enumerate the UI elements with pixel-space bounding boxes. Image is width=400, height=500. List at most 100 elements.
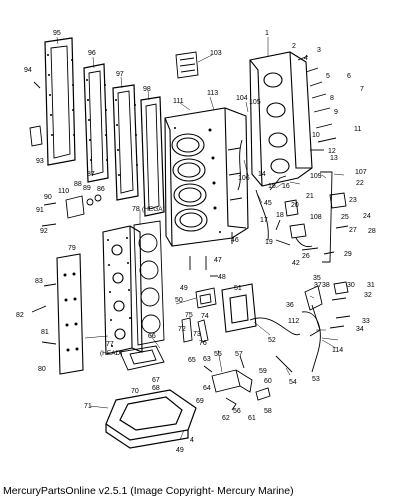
callout-42: 42 <box>292 260 300 267</box>
head-gasket-78 <box>133 220 165 346</box>
callout-20: 20 <box>291 202 299 209</box>
callout-107: 107 <box>355 169 367 176</box>
callout-28: 28 <box>368 228 376 235</box>
parts-86-92 <box>65 194 102 219</box>
callout-45: 45 <box>264 200 272 207</box>
callout-24: 24 <box>363 213 371 220</box>
callout-73: 73 <box>193 331 201 338</box>
callout-51: 51 <box>234 285 242 292</box>
callout-13: 13 <box>330 155 338 162</box>
manifold-1 <box>249 51 313 187</box>
callout-78: 78 <box>132 206 140 213</box>
callout-34: 34 <box>356 326 364 333</box>
callout-111: 111 <box>173 98 184 105</box>
callout-26: 26 <box>302 253 310 260</box>
bolts-left <box>31 202 57 345</box>
callout-75: 75 <box>185 312 193 319</box>
callout-29: 29 <box>344 251 352 258</box>
callout-57: 57 <box>235 351 243 358</box>
plate-51 <box>221 283 257 333</box>
callout-93: 93 <box>36 158 44 165</box>
cylinder-head-77 <box>102 225 143 355</box>
callout-30: 30 <box>347 282 355 289</box>
callout-109: 109 <box>310 173 322 180</box>
bracket-73 <box>197 319 209 343</box>
callout-108: 108 <box>310 214 322 221</box>
callout-64: 64 <box>203 385 211 392</box>
callout-62: 62 <box>222 415 230 422</box>
callout-36: 36 <box>286 302 294 309</box>
callout-103: 103 <box>210 50 222 57</box>
gasket-97 <box>112 84 139 201</box>
callout-91: 91 <box>36 207 44 214</box>
callout-67: 67 <box>152 377 160 384</box>
callout-104: 104 <box>236 95 248 102</box>
callout-32: 32 <box>364 292 372 299</box>
parts-14-29 <box>275 192 349 255</box>
callout-71: 71 <box>84 403 92 410</box>
parts-46-48 <box>189 232 233 277</box>
callout-22: 22 <box>356 180 364 187</box>
callout-5: 5 <box>326 73 330 80</box>
callout-52: 52 <box>268 337 276 344</box>
callout-27: 27 <box>349 227 357 234</box>
callout-98: 98 <box>143 86 151 93</box>
callout-89: 89 <box>83 185 91 192</box>
callout-83: 83 <box>35 278 43 285</box>
bolts-right <box>297 55 337 151</box>
callout-12: 12 <box>328 148 336 155</box>
callout-56: 56 <box>233 408 241 415</box>
callout-25: 25 <box>341 214 349 221</box>
callout-50: 50 <box>175 297 183 304</box>
callout-70: 70 <box>131 388 139 395</box>
decal-93 <box>29 125 43 147</box>
callout-65: 65 <box>188 357 196 364</box>
callout-112: 112 <box>288 318 299 325</box>
callout-16: 16 <box>282 183 290 190</box>
callout-10: 10 <box>312 132 320 139</box>
callout-17: 17 <box>260 217 268 224</box>
callout-60: 60 <box>264 378 272 385</box>
callout-110: 110 <box>58 188 69 195</box>
callout-113: 113 <box>207 90 218 97</box>
callout-74: 74 <box>201 313 209 320</box>
callout-106: 106 <box>238 175 250 182</box>
callout-97: 97 <box>116 71 124 78</box>
callout-3: 3 <box>317 47 321 54</box>
cover-plate-96 <box>83 63 109 183</box>
callout-80: 80 <box>38 366 46 373</box>
callout-11: 11 <box>354 126 361 133</box>
callout-69: 69 <box>196 398 204 405</box>
callout-55: 55 <box>214 351 222 358</box>
callout-87: 87 <box>87 171 95 178</box>
bracket-72 <box>181 317 193 343</box>
callout-59: 59 <box>259 368 267 375</box>
callout-79: 79 <box>68 245 76 252</box>
callout-105: 105 <box>249 99 261 106</box>
callout-82: 82 <box>16 312 24 319</box>
callout-92: 92 <box>40 228 48 235</box>
callout-88: 88 <box>74 181 82 188</box>
callout-49b: 49 <box>176 447 184 454</box>
gasket-95 <box>44 37 76 166</box>
part-drawings <box>29 37 351 449</box>
callout-81: 81 <box>41 329 49 336</box>
cylinder-block <box>164 107 249 247</box>
callout-6: 6 <box>347 73 351 80</box>
plate-79 <box>56 253 84 375</box>
hega-label: (HEGA) <box>142 206 165 213</box>
callout-66: 66 <box>148 333 156 340</box>
linkage-54-64 <box>203 355 293 411</box>
leader-lines <box>56 36 345 441</box>
callout-31: 31 <box>367 282 375 289</box>
callout-7: 7 <box>360 86 364 93</box>
callout-14: 14 <box>258 171 266 178</box>
callout-35: 35 <box>313 275 321 282</box>
callout-33: 33 <box>362 318 370 325</box>
callout-48: 48 <box>218 274 226 281</box>
callout-58: 58 <box>264 408 272 415</box>
callout-38: 38 <box>322 282 330 289</box>
throttle-parts <box>304 281 351 337</box>
callout-18: 18 <box>276 212 284 219</box>
